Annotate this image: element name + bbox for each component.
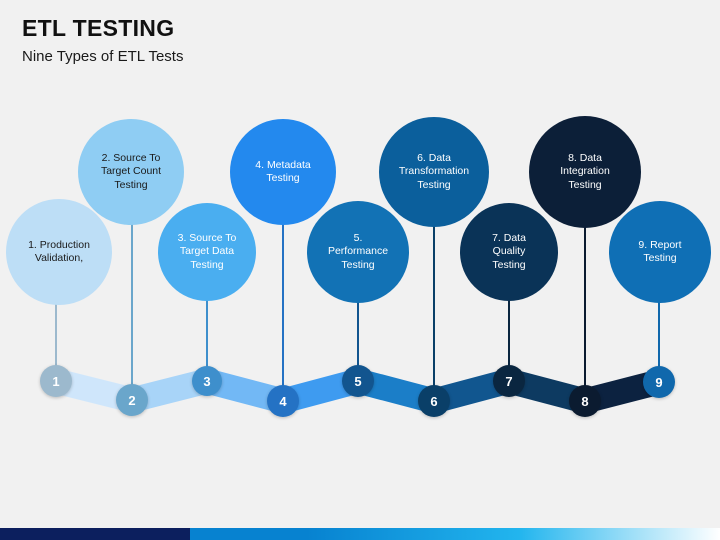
- node-marker-3[interactable]: 3: [192, 366, 222, 396]
- node-bubble-label-1: 1. Production Validation,: [28, 238, 90, 265]
- etl-process-diagram: 1. Production Validation, 2. Source To Ta…: [6, 116, 711, 417]
- ribbon-segment: [585, 369, 659, 414]
- node-bubble-label-5: 5. Performance Testing: [327, 231, 389, 271]
- node-bubble-4[interactable]: 4. Metadata Testing: [230, 119, 336, 225]
- timeline-ribbon: [56, 368, 659, 414]
- node-marker-label-7: 7: [505, 373, 513, 389]
- ribbon-segment: [358, 368, 434, 414]
- node-marker-label-9: 9: [655, 374, 663, 390]
- node-bubble-label-6: 6. Data Transformation Testing: [398, 151, 470, 191]
- footer-bar-navy: [0, 528, 190, 540]
- ribbon-segment: [283, 368, 358, 414]
- connector-stem-3: [206, 297, 208, 368]
- node-marker-label-8: 8: [581, 393, 589, 409]
- node-marker-label-6: 6: [430, 393, 438, 409]
- node-marker-1[interactable]: 1: [40, 365, 72, 397]
- footer-bar-gradient: [190, 528, 720, 540]
- slide-header: ETL TESTING Nine Types of ETL Tests: [22, 14, 682, 68]
- connector-stem-2: [131, 221, 133, 386]
- node-marker-8[interactable]: 8: [569, 385, 601, 417]
- connector-stem-6: [433, 223, 435, 387]
- node-bubble-label-9: 9. Report Testing: [638, 238, 682, 265]
- ribbon-segment: [56, 368, 132, 413]
- connector-stem-7: [508, 297, 510, 367]
- page-subtitle: Nine Types of ETL Tests: [22, 48, 184, 65]
- ribbon-segment: [207, 368, 283, 414]
- node-marker-6[interactable]: 6: [418, 385, 450, 417]
- connector-stem-1: [55, 301, 57, 367]
- node-marker-label-1: 1: [52, 373, 60, 389]
- node-bubble-label-4: 4. Metadata Testing: [255, 158, 311, 185]
- node-bubble-label-2: 2. Source To Target Count Testing: [100, 151, 162, 191]
- node-marker-label-5: 5: [354, 373, 362, 389]
- node-bubble-5[interactable]: 5. Performance Testing: [307, 201, 409, 303]
- page-title: ETL TESTING: [22, 15, 175, 41]
- node-bubble-1[interactable]: 1. Production Validation,: [6, 199, 112, 305]
- node-marker-label-3: 3: [203, 373, 211, 389]
- node-bubble-label-8: 8. Data Integration Testing: [560, 151, 610, 191]
- node-bubble-6[interactable]: 6. Data Transformation Testing: [379, 117, 489, 227]
- node-marker-label-4: 4: [279, 393, 287, 409]
- node-marker-4[interactable]: 4: [267, 385, 299, 417]
- connector-stem-5: [357, 299, 359, 367]
- node-marker-2[interactable]: 2: [116, 384, 148, 416]
- connector-stem-4: [282, 221, 284, 387]
- node-marker-label-2: 2: [128, 392, 136, 408]
- node-bubble-label-3: 3. Source To Target Data Testing: [177, 231, 237, 271]
- ribbon-segment: [132, 368, 207, 413]
- ribbon-segment: [434, 368, 509, 414]
- connector-stem-8: [584, 224, 586, 387]
- node-bubble-label-7: 7. Data Quality Testing: [492, 231, 526, 271]
- node-bubble-7[interactable]: 7. Data Quality Testing: [460, 203, 558, 301]
- node-bubble-8[interactable]: 8. Data Integration Testing: [529, 116, 641, 228]
- footer-bar: [0, 528, 720, 540]
- node-bubble-3[interactable]: 3. Source To Target Data Testing: [158, 203, 256, 301]
- node-marker-7[interactable]: 7: [493, 365, 525, 397]
- node-bubble-9[interactable]: 9. Report Testing: [609, 201, 711, 303]
- ribbon-segment: [509, 368, 585, 414]
- node-bubble-2[interactable]: 2. Source To Target Count Testing: [78, 119, 184, 225]
- node-marker-5[interactable]: 5: [342, 365, 374, 397]
- connector-stem-9: [658, 299, 660, 368]
- node-marker-9[interactable]: 9: [643, 366, 675, 398]
